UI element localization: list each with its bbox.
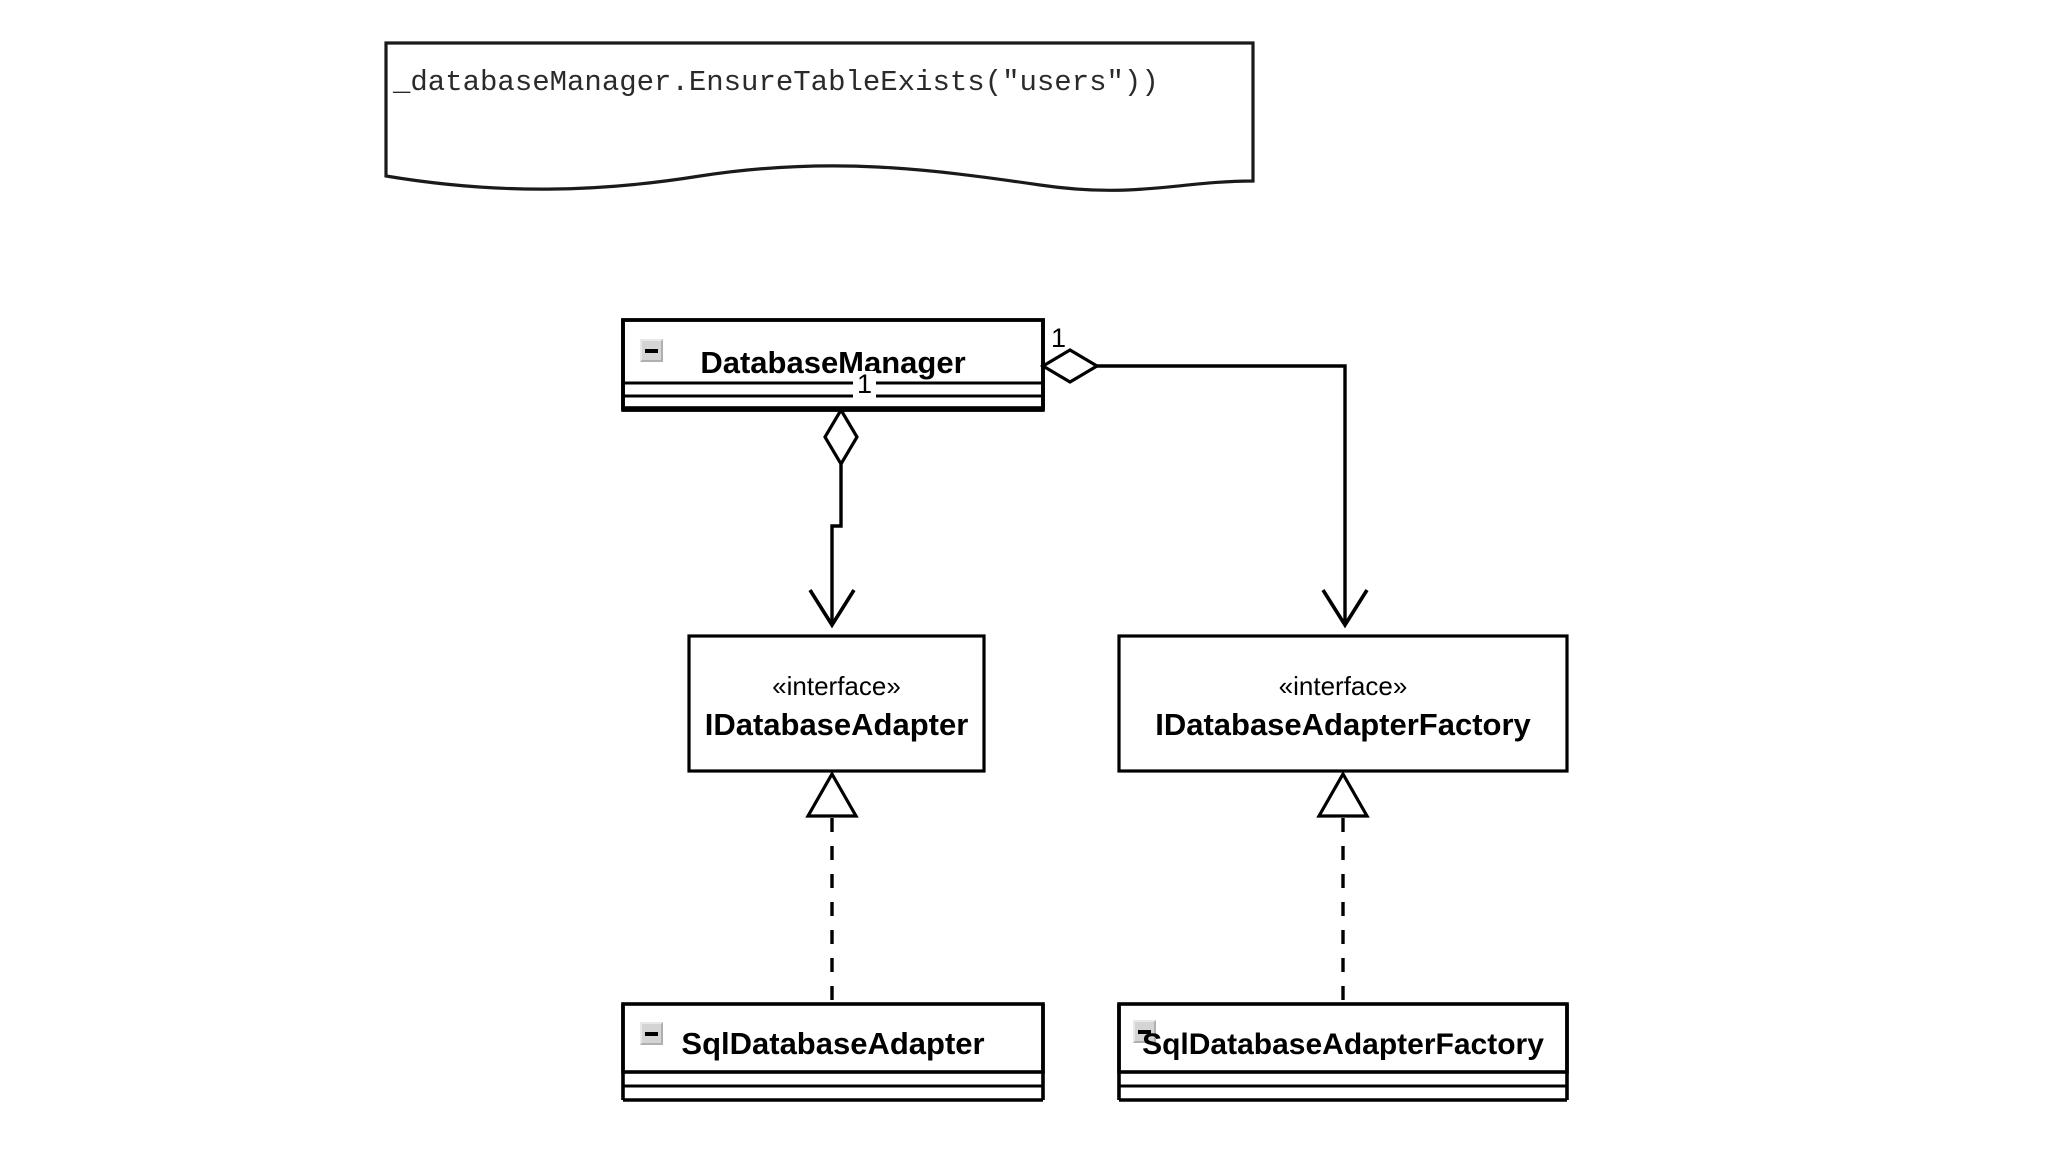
collapse-minus-icon-database-manager[interactable] [640,339,663,362]
class-box-idatabase-adapter[interactable] [687,634,986,773]
class-name-sql-database-adapter-factory: SqlDatabaseAdapterFactory [1142,1028,1544,1061]
class-box-database-manager[interactable] [621,318,1045,412]
relationship-realization-factory[interactable] [1316,770,1370,1004]
note-shape [384,41,1255,192]
class-box-idatabase-adapter-factory[interactable] [1117,634,1569,773]
relationship-aggregation-adapter[interactable] [808,406,859,629]
multiplicity-manager-bottom: 1 [853,371,877,398]
note-text: _databaseManager.EnsureTableExists("user… [393,66,1159,99]
class-name-idatabase-adapter: IDatabaseAdapter [704,707,969,742]
multiplicity-manager-right: 1 [1051,323,1067,353]
stereotype-idatabase-adapter: «interface» [772,671,901,701]
class-box-sql-database-adapter-factory[interactable] [1117,1002,1569,1102]
relationship-realization-adapter[interactable] [805,770,859,1004]
class-name-idatabase-adapter-factory: IDatabaseAdapterFactory [1155,707,1531,742]
relationship-aggregation-factory[interactable] [1039,348,1369,629]
stereotype-idatabase-adapter-factory: «interface» [1278,671,1408,701]
collapse-minus-icon-sql-database-adapter-factory[interactable] [1133,1020,1156,1043]
collapse-minus-icon-sql-database-adapter[interactable] [640,1022,663,1045]
class-name-sql-database-adapter: SqlDatabaseAdapter [681,1026,985,1061]
class-name-database-manager: DatabaseManager [700,345,966,380]
class-box-sql-database-adapter[interactable] [621,1002,1045,1102]
